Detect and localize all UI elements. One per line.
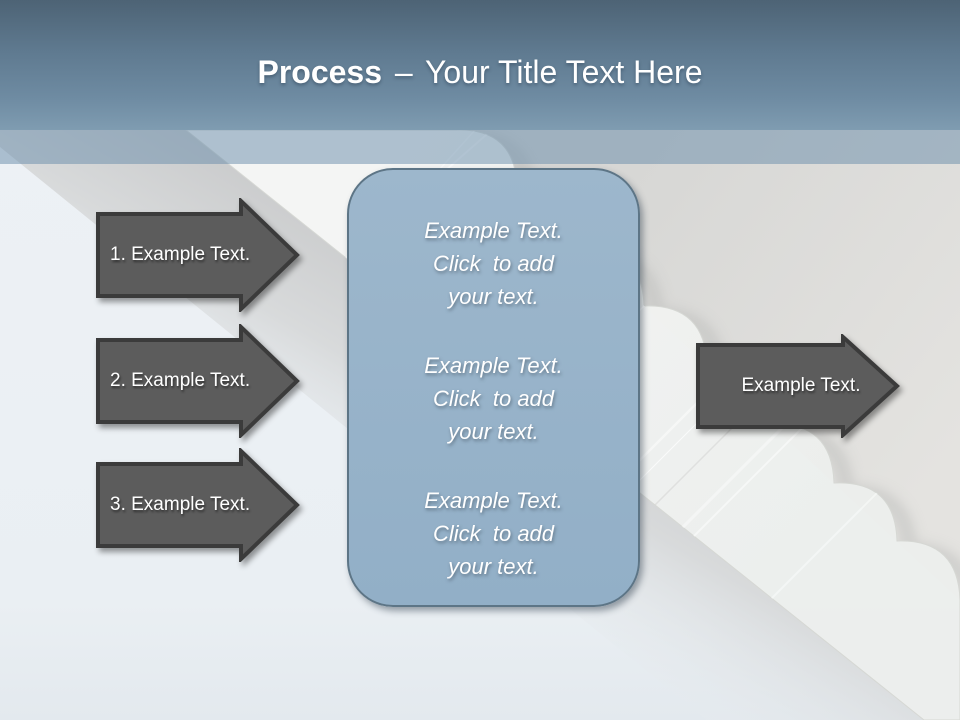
title-placeholder-text: Your Title Text Here: [425, 54, 703, 90]
process-output-arrow[interactable]: Example Text.: [695, 334, 901, 438]
box-text-line: Example Text.: [424, 353, 563, 378]
box-text-line: your text.: [448, 554, 539, 579]
right-arrow-shape-icon: [96, 448, 300, 562]
box-text-line: Click to add: [432, 521, 555, 546]
right-arrow-shape-icon: [96, 198, 300, 312]
title-emphasis: Process: [257, 54, 383, 90]
box-paragraph-3[interactable]: Example Text. Click to add your text.: [349, 484, 638, 583]
box-paragraph-1[interactable]: Example Text. Click to add your text.: [349, 214, 638, 313]
box-paragraph-2[interactable]: Example Text. Click to add your text.: [349, 349, 638, 448]
process-step-arrow-1[interactable]: 1. Example Text.: [95, 198, 301, 312]
right-arrow-shape-icon: [96, 324, 300, 438]
center-text-placeholder-box[interactable]: Example Text. Click to add your text. Ex…: [347, 168, 640, 607]
slide-header: Process – Your Title Text Here: [0, 0, 960, 130]
box-text-line: Example Text.: [424, 218, 563, 243]
box-content: Example Text. Click to add your text. Ex…: [349, 170, 638, 583]
title-separator: –: [394, 54, 413, 90]
box-text-line: Click to add: [432, 251, 555, 276]
right-arrow-shape-icon: [696, 334, 900, 438]
process-step-arrow-2[interactable]: 2. Example Text.: [95, 324, 301, 438]
slide-title[interactable]: Process – Your Title Text Here: [257, 56, 702, 88]
box-text-line: your text.: [448, 284, 539, 309]
process-step-arrow-3[interactable]: 3. Example Text.: [95, 448, 301, 562]
header-accent-strip: [0, 130, 960, 164]
box-text-line: Click to add: [432, 386, 555, 411]
box-text-line: Example Text.: [424, 488, 563, 513]
box-text-line: your text.: [448, 419, 539, 444]
